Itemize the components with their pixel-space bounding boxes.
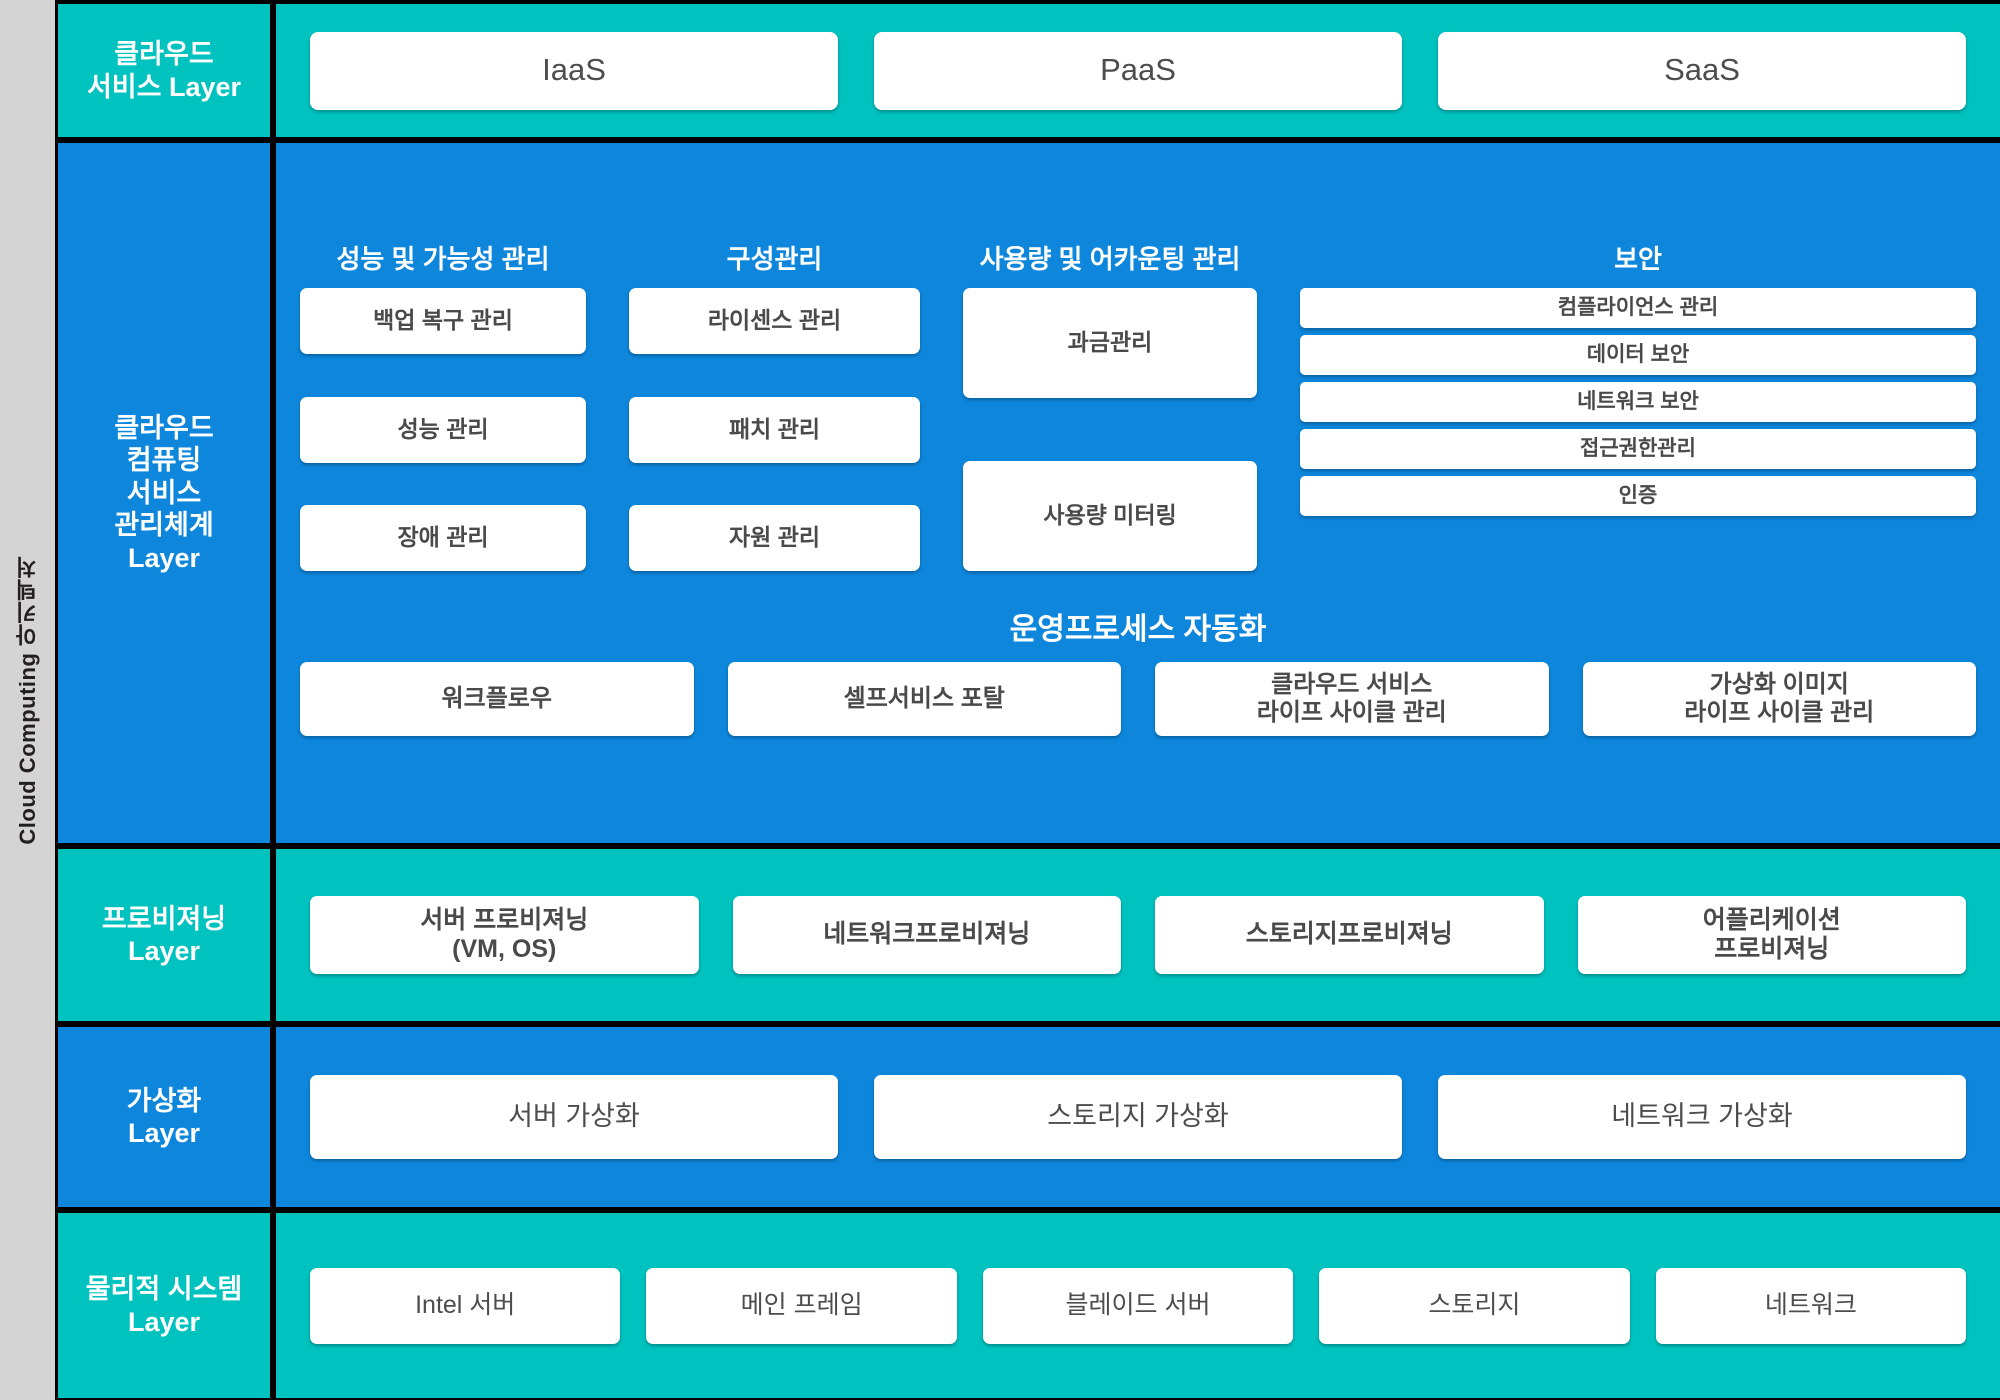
- layer-body-provisioning: 서버 프로비져닝 (VM, OS) 네트워크프로비져닝 스토리지프로비져닝 어플…: [276, 849, 2000, 1021]
- layer-title-service-management: 클라우드 컴퓨팅 서비스 관리체계 Layer: [58, 143, 270, 843]
- vertical-axis-rail: Cloud Computing 아키텍처: [0, 0, 58, 1400]
- layer-title-cloud-service: 클라우드 서비스 Layer: [58, 4, 270, 137]
- chip-usage-metering[interactable]: 사용량 미터링: [963, 461, 1257, 571]
- chip-paas[interactable]: PaaS: [874, 31, 1402, 110]
- layer-provisioning: 프로비져닝 Layer 서버 프로비져닝 (VM, OS) 네트워크프로비져닝 …: [58, 849, 2000, 1021]
- chip-access-control-management[interactable]: 접근권한관리: [1300, 429, 1976, 469]
- chip-virtual-image-lifecycle-management[interactable]: 가상화 이미지 라이프 사이클 관리: [1582, 662, 1976, 736]
- layer-title-physical-system: 물리적 시스템 Layer: [58, 1213, 270, 1398]
- layer-body-virtualization: 서버 가상화 스토리지 가상화 네트워크 가상화: [276, 1027, 2000, 1207]
- chip-resource-management[interactable]: 자원 관리: [629, 505, 920, 571]
- layer-cloud-service: 클라우드 서비스 Layer IaaS PaaS SaaS: [58, 4, 2000, 137]
- management-group-row: 성능 및 가능성 관리 백업 복구 관리 성능 관리 장애 관리 구성관리: [282, 231, 1994, 583]
- chip-fault-management[interactable]: 장애 관리: [300, 505, 586, 571]
- group-configuration-management: 구성관리 라이센스 관리 패치 관리 자원 관리: [611, 231, 938, 583]
- chip-network-security[interactable]: 네트워크 보안: [1300, 382, 1976, 422]
- group-performance-availability-management: 성능 및 가능성 관리 백업 복구 관리 성능 관리 장애 관리: [282, 231, 604, 583]
- chip-saas[interactable]: SaaS: [1438, 31, 1966, 110]
- physical-system-items: Intel 서버 메인 프레임 블레이드 서버 스토리지 네트워크: [288, 1267, 1988, 1344]
- chip-network[interactable]: 네트워크: [1655, 1267, 1967, 1344]
- group-title-usage-accounting: 사용량 및 어카운팅 관리: [979, 244, 1241, 274]
- group-items-usage-accounting: 과금관리 사용량 미터링: [963, 288, 1257, 571]
- chip-mainframe[interactable]: 메인 프레임: [646, 1267, 957, 1344]
- chip-workflow[interactable]: 워크플로우: [300, 662, 694, 736]
- chip-authentication[interactable]: 인증: [1300, 476, 1976, 516]
- group-title-security: 보안: [1614, 244, 1662, 274]
- chip-blade-server[interactable]: 블레이드 서버: [982, 1267, 1294, 1344]
- management-groups-wrapper: 성능 및 가능성 관리 백업 복구 관리 성능 관리 장애 관리 구성관리: [276, 224, 2000, 762]
- layer-physical-system: 물리적 시스템 Layer Intel 서버 메인 프레임 블레이드 서버 스토…: [58, 1213, 2000, 1398]
- group-usage-accounting-management: 사용량 및 어카운팅 관리 과금관리 사용량 미터링: [945, 231, 1275, 583]
- chip-storage-provisioning[interactable]: 스토리지프로비져닝: [1155, 896, 1544, 974]
- layer-virtualization: 가상화 Layer 서버 가상화 스토리지 가상화 네트워크 가상화: [58, 1027, 2000, 1207]
- layer-title-provisioning: 프로비져닝 Layer: [58, 849, 270, 1021]
- provisioning-items: 서버 프로비져닝 (VM, OS) 네트워크프로비져닝 스토리지프로비져닝 어플…: [288, 896, 1988, 974]
- group-items-configuration-management: 라이센스 관리 패치 관리 자원 관리: [629, 288, 920, 571]
- group-title-performance-availability: 성능 및 가능성 관리: [336, 244, 550, 274]
- chip-data-security[interactable]: 데이터 보안: [1300, 335, 1976, 375]
- chip-network-provisioning[interactable]: 네트워크프로비져닝: [732, 896, 1121, 974]
- chip-performance-management[interactable]: 성능 관리: [300, 396, 586, 463]
- layer-body-cloud-service: IaaS PaaS SaaS: [276, 4, 2000, 137]
- layer-stack: 클라우드 서비스 Layer IaaS PaaS SaaS 클라우드 컴퓨팅 서…: [58, 0, 2000, 1400]
- vertical-axis-label: Cloud Computing 아키텍처: [14, 555, 40, 845]
- chip-iaas[interactable]: IaaS: [310, 31, 838, 110]
- group-items-security: 컴플라이언스 관리 데이터 보안 네트워크 보안 접근권한관리 인증: [1300, 288, 1976, 571]
- chip-intel-server[interactable]: Intel 서버: [310, 1267, 621, 1344]
- layer-body-service-management: 성능 및 가능성 관리 백업 복구 관리 성능 관리 장애 관리 구성관리: [276, 143, 2000, 843]
- chip-network-virtualization[interactable]: 네트워크 가상화: [1438, 1075, 1966, 1159]
- group-operations-process-automation: 운영프로세스 자동화 워크플로우 셀프서비스 포탈 클라우드 서비스 라이프 사…: [282, 590, 1994, 754]
- layer-title-virtualization: 가상화 Layer: [58, 1027, 270, 1207]
- chip-self-service-portal[interactable]: 셀프서비스 포탈: [727, 662, 1121, 736]
- group-title-operations-automation: 운영프로세스 자동화: [1009, 613, 1267, 646]
- group-items-operations-automation: 워크플로우 셀프서비스 포탈 클라우드 서비스 라이프 사이클 관리 가상화 이…: [300, 662, 1976, 736]
- group-items-performance-availability: 백업 복구 관리 성능 관리 장애 관리: [300, 288, 586, 571]
- group-security: 보안 컴플라이언스 관리 데이터 보안 네트워크 보안 접근권한관리 인증: [1282, 231, 1994, 583]
- chip-license-management[interactable]: 라이센스 관리: [629, 288, 920, 354]
- chip-backup-recovery-management[interactable]: 백업 복구 관리: [300, 288, 586, 354]
- group-title-configuration-management: 구성관리: [726, 244, 823, 274]
- chip-server-provisioning[interactable]: 서버 프로비져닝 (VM, OS): [310, 896, 699, 974]
- chip-application-provisioning[interactable]: 어플리케이션 프로비져닝: [1577, 896, 1966, 974]
- chip-cloud-service-lifecycle-management[interactable]: 클라우드 서비스 라이프 사이클 관리: [1155, 662, 1549, 736]
- chip-billing-management[interactable]: 과금관리: [963, 288, 1257, 398]
- chip-storage-virtualization[interactable]: 스토리지 가상화: [874, 1075, 1402, 1159]
- chip-compliance-management[interactable]: 컴플라이언스 관리: [1300, 288, 1976, 328]
- layer-body-physical-system: Intel 서버 메인 프레임 블레이드 서버 스토리지 네트워크: [276, 1213, 2000, 1398]
- virtualization-items: 서버 가상화 스토리지 가상화 네트워크 가상화: [288, 1075, 1988, 1159]
- chip-patch-management[interactable]: 패치 관리: [629, 396, 920, 463]
- layer-cloud-computing-service-management: 클라우드 컴퓨팅 서비스 관리체계 Layer 성능 및 가능성 관리 백업 복…: [58, 143, 2000, 843]
- cloud-service-items: IaaS PaaS SaaS: [288, 31, 1988, 110]
- chip-storage[interactable]: 스토리지: [1319, 1267, 1630, 1344]
- chip-server-virtualization[interactable]: 서버 가상화: [310, 1075, 838, 1159]
